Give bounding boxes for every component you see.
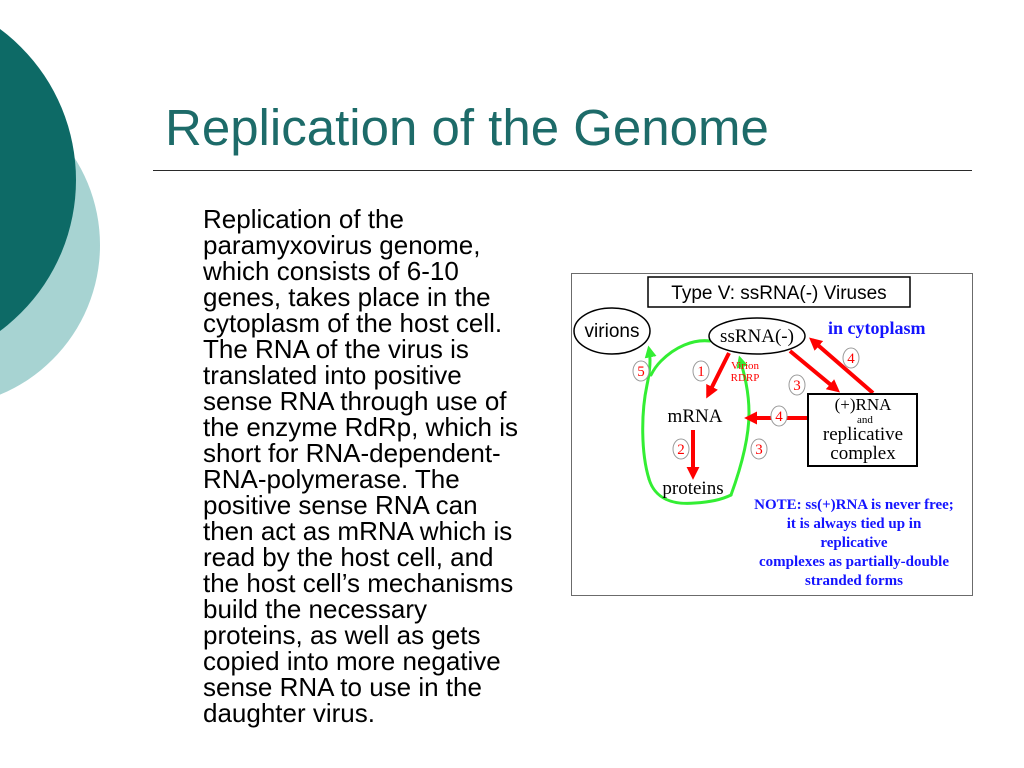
replicative-complex-box	[807, 393, 918, 467]
note-line: replicative	[820, 535, 888, 551]
body-line: genes, takes place in the	[203, 282, 491, 312]
step-badge-circle	[692, 360, 710, 382]
enzyme-label-line2: RDRP	[731, 372, 760, 384]
step-badge-circle	[672, 438, 690, 460]
step-badge-circle	[770, 405, 788, 427]
complex-label-line3: replicative	[823, 424, 903, 445]
note-line: stranded forms	[805, 573, 903, 589]
mrna-label: mRNA	[668, 406, 723, 427]
virions-label: virions	[585, 321, 640, 342]
decorative-circles	[0, 0, 110, 420]
slide-title: Replication of the Genome	[165, 99, 769, 156]
step-number: 4	[847, 351, 855, 367]
red-arrow-ssrna-to-mrna	[706, 352, 731, 399]
step-badge-circle	[788, 374, 806, 396]
body-line: daughter virus.	[203, 698, 375, 728]
note-line: complexes as partially-double	[759, 554, 949, 570]
step-badge-circle	[842, 347, 860, 369]
step-badge-protein-feedback: 3	[750, 438, 768, 460]
body-line: translated into positive	[203, 360, 462, 390]
body-line: paramyxovirus genome,	[203, 230, 481, 260]
ssrna-node	[708, 317, 806, 355]
green-arrow-to-virions	[641, 345, 657, 481]
body-line: which consists of 6-10	[203, 256, 459, 286]
body-line: build the necessary	[203, 594, 428, 624]
body-line: copied into more negative	[203, 646, 501, 676]
red-arrow-ssrna-to-complex	[788, 349, 841, 393]
step-number: 3	[793, 378, 801, 394]
body-line: RNA-polymerase. The	[203, 464, 460, 494]
proteins-label: proteins	[662, 478, 723, 499]
body-line: sense RNA through use of	[203, 386, 507, 416]
diagram-title-box	[647, 276, 911, 308]
body-line: then act as mRNA which is	[203, 516, 513, 546]
step-badge-translation: 2	[672, 438, 690, 460]
step-number: 3	[755, 442, 763, 458]
step-badge-circle	[750, 438, 768, 460]
location-label: in cytoplasm	[828, 318, 926, 338]
body-line: short for RNA-dependent-	[203, 438, 501, 468]
virions-node	[573, 307, 651, 355]
step-badge-virion-assembly: 5	[632, 360, 650, 382]
step-number: 2	[677, 442, 685, 458]
red-arrow-complex-to-ssrna	[809, 337, 875, 395]
body-paragraph: Replication of the paramyxovirus genome,…	[203, 206, 553, 726]
body-line: the enzyme RdRp, which is	[203, 412, 519, 442]
replication-diagram: Type V: ssRNA(-) Viruses virions ssRNA(-…	[571, 273, 973, 596]
enzyme-label-line1: Virion	[731, 360, 760, 372]
step-number: 4	[775, 409, 783, 425]
body-line: Replication of the	[203, 204, 404, 234]
body-line: read by the host cell, and	[203, 542, 494, 572]
note-line: NOTE: ss(+)RNA is never free;	[754, 497, 954, 513]
note-line: it is always tied up in	[787, 516, 922, 532]
body-line: the host cell’s mechanisms	[203, 568, 514, 598]
complex-label-line4: complex	[830, 443, 896, 464]
complex-label-line2: and	[857, 414, 873, 426]
complex-label-line1: (+)RNA	[835, 395, 893, 414]
body-line: cytoplasm of the host cell.	[203, 308, 503, 338]
body-line: The RNA of the virus is	[203, 334, 469, 364]
step-badge-replication-to-ssrna: 4	[842, 347, 860, 369]
step-badge-ssrna-to-complex: 3	[788, 374, 806, 396]
ssrna-label: ssRNA(-)	[720, 326, 794, 347]
step-number: 5	[637, 364, 645, 380]
body-line: positive sense RNA can	[203, 490, 478, 520]
green-arrow-bottom-connector	[647, 477, 733, 505]
body-line: sense RNA to use in the	[203, 672, 482, 702]
diagram-title: Type V: ssRNA(-) Viruses	[671, 283, 886, 304]
green-arrow-ssrna-to-virions	[649, 339, 712, 377]
step-badge-circle	[632, 360, 650, 382]
step-badge-transcription: 1	[692, 360, 710, 382]
step-badge-complex-to-mrna: 4	[770, 405, 788, 427]
title-divider	[153, 170, 972, 171]
body-line: proteins, as well as gets	[203, 620, 481, 650]
step-number: 1	[697, 364, 705, 380]
